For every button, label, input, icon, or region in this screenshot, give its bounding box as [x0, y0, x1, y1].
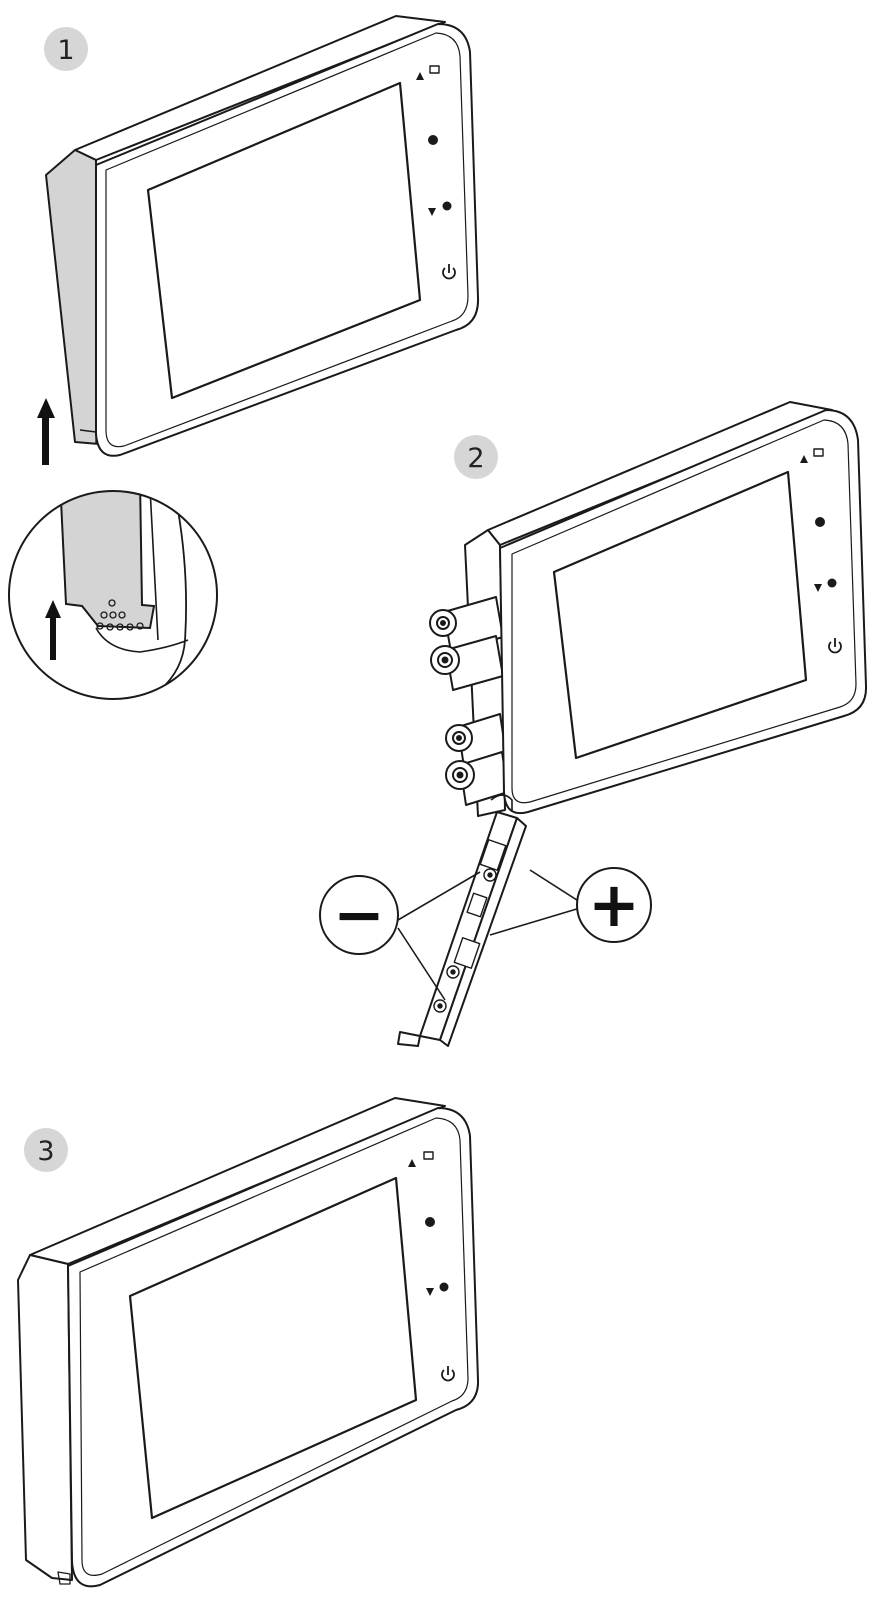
device-2-controls [800, 448, 842, 654]
ok-button-icon [815, 517, 825, 527]
step-1: 1 [8, 15, 480, 700]
magnified-battery-cover [58, 491, 156, 630]
device-1-screen [146, 81, 422, 400]
device-1 [45, 15, 480, 457]
battery-contacts [433, 839, 507, 1013]
negative-sign: − [333, 878, 385, 951]
device-1-controls [416, 65, 456, 280]
magnifier-detail [8, 490, 218, 700]
polarity-leader-lines [397, 869, 581, 1001]
device-3-battery-cover-closed [17, 1254, 73, 1581]
menu-icon [429, 65, 440, 74]
step-2: 2 [319, 401, 868, 1047]
positive-sign: + [588, 868, 640, 941]
device-2 [397, 401, 868, 1047]
ok-button-icon [428, 135, 438, 145]
ok-button-icon [425, 1217, 435, 1227]
negative-polarity-badge: − [319, 875, 399, 955]
device-2-body [499, 409, 868, 814]
step-3-number: 3 [37, 1136, 54, 1167]
down-arrow-icon [426, 1288, 434, 1296]
device-3-body [67, 1107, 480, 1588]
menu-icon [813, 448, 824, 457]
battery-icon [430, 635, 504, 691]
step-3: 3 [17, 1097, 480, 1588]
up-arrow-icon [416, 72, 424, 80]
device-3 [17, 1097, 480, 1588]
camera-button-icon [442, 201, 452, 211]
step-2-number: 2 [467, 443, 484, 474]
up-arrow-icon [800, 455, 808, 463]
camera-button-icon [439, 1282, 449, 1292]
step-1-badge: 1 [44, 27, 88, 71]
menu-icon [423, 1151, 434, 1160]
batteries [429, 596, 509, 806]
device-3-screen [128, 1176, 418, 1520]
magnifier-arrow-icon [45, 600, 61, 660]
device-2-screen [552, 470, 808, 760]
step-2-badge: 2 [454, 435, 498, 479]
battery-cover-open [397, 794, 527, 1047]
up-arrow-icon [408, 1159, 416, 1167]
vent-holes [96, 599, 144, 631]
device-3-controls [408, 1151, 455, 1382]
positive-polarity-badge: + [576, 867, 652, 943]
power-icon [442, 264, 456, 280]
device-1-battery-cover [45, 149, 100, 445]
step-1-number: 1 [57, 35, 74, 66]
down-arrow-icon [814, 584, 822, 592]
battery-icon [445, 751, 509, 806]
power-icon [828, 638, 842, 654]
camera-button-icon [827, 578, 837, 588]
power-icon [441, 1366, 455, 1382]
step-3-badge: 3 [24, 1128, 68, 1172]
down-arrow-icon [428, 208, 436, 216]
magnifier-ring [8, 490, 218, 700]
arrow-up-icon [37, 398, 55, 465]
